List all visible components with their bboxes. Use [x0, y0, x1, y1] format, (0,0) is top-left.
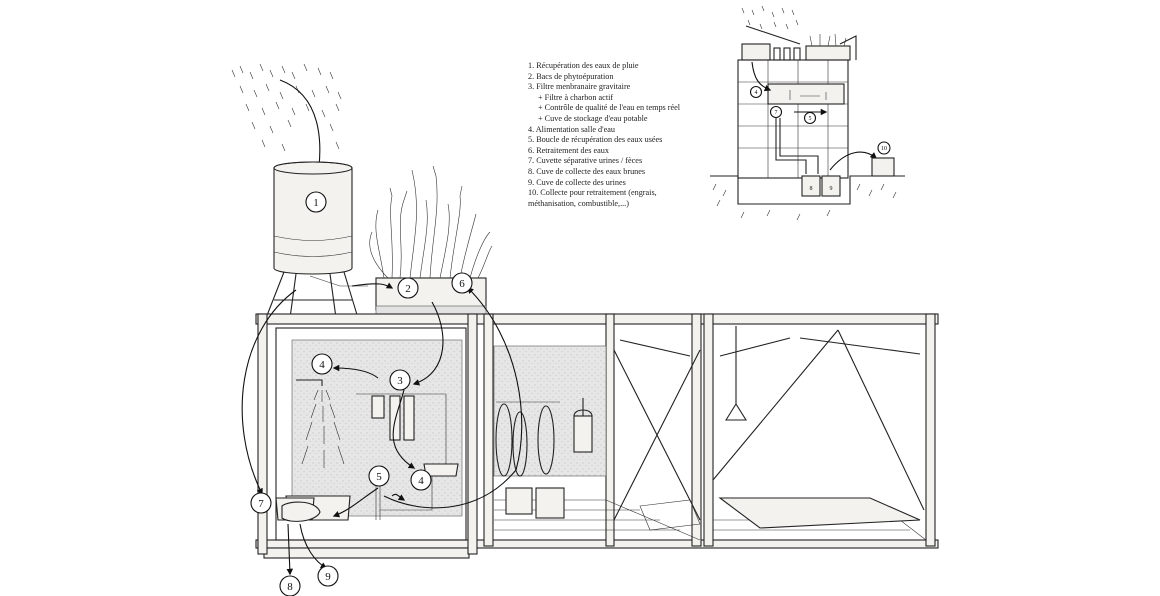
legend-item-8: 8. Cuve de collecte des eaux brunes	[528, 166, 646, 176]
marker-3-label: 3	[397, 375, 403, 387]
marker-1: 1	[305, 191, 327, 213]
rainwater-tank	[265, 161, 368, 319]
mini-marker-4-label: 4	[755, 90, 758, 96]
legend-item-10: 10. Collecte pour retraitement (engrais,…	[528, 188, 657, 208]
legend-item-3b: + Contrôle de qualité de l'eau en temps …	[538, 103, 681, 113]
legend-item-3c: + Cuve de stockage d'eau potable	[538, 113, 648, 123]
legend-item-9: 9. Cuve de collecte des urines	[528, 177, 626, 187]
mini-marker-5: 5	[803, 111, 817, 125]
marker-6-label: 6	[459, 278, 465, 290]
mini-marker-8: 8	[810, 186, 813, 192]
mini-marker-8-label: 8	[810, 186, 813, 192]
mini-marker-10: 10	[877, 141, 891, 155]
marker-9-label: 9	[325, 571, 331, 583]
marker-4a-label: 4	[319, 359, 325, 371]
marker-2-label: 2	[405, 283, 411, 295]
building-frame	[255, 313, 939, 559]
middle-room-fixtures	[495, 398, 593, 519]
legend-item-2: 2. Bacs de phytoépuration	[528, 71, 614, 81]
mini-marker-7: 7	[769, 105, 783, 119]
marker-4b: 4	[410, 469, 432, 491]
flow-arrows	[241, 282, 523, 576]
legend: 1. Récupération des eaux de pluie 2. Bac…	[528, 61, 733, 209]
rain-strokes	[231, 63, 342, 152]
mini-marker-4: 4	[749, 85, 763, 99]
marker-7-label: 7	[258, 498, 264, 510]
legend-item-4: 4. Alimentation salle d'eau	[528, 124, 615, 134]
marker-3: 3	[389, 369, 411, 391]
legend-item-6: 6. Retraitement des eaux	[528, 145, 609, 155]
marker-2: 2	[397, 277, 419, 299]
legend-item-5: 5. Boucle de récupération des eaux usées	[528, 135, 663, 145]
legend-item-3: 3. Filtre menbranaire gravitaire	[528, 82, 631, 92]
marker-9: 9	[317, 565, 339, 587]
marker-4b-label: 4	[418, 475, 424, 487]
mini-marker-7-label: 7	[775, 110, 778, 116]
marker-8: 8	[279, 575, 301, 596]
marker-4a: 4	[311, 353, 333, 375]
marker-5-label: 5	[376, 471, 382, 483]
marker-6: 6	[451, 272, 473, 294]
marker-7: 7	[250, 492, 272, 514]
mini-marker-10-label: 10	[881, 146, 887, 152]
marker-5: 5	[368, 465, 390, 487]
legend-item-7: 7. Cuvette séparative urines / fèces	[528, 156, 643, 166]
mini-section-diagram	[710, 5, 905, 221]
mini-marker-5-label: 5	[809, 116, 812, 122]
phyto-planter	[369, 165, 493, 321]
legend-item-1: 1. Récupération des eaux de pluie	[528, 61, 639, 70]
mini-marker-9-label: 9	[830, 186, 833, 192]
mini-marker-9: 9	[830, 186, 833, 192]
marker-1-label: 1	[313, 197, 319, 209]
marker-8-label: 8	[287, 581, 293, 593]
legend-item-3a: + Filtre à charbon actif	[538, 92, 614, 102]
